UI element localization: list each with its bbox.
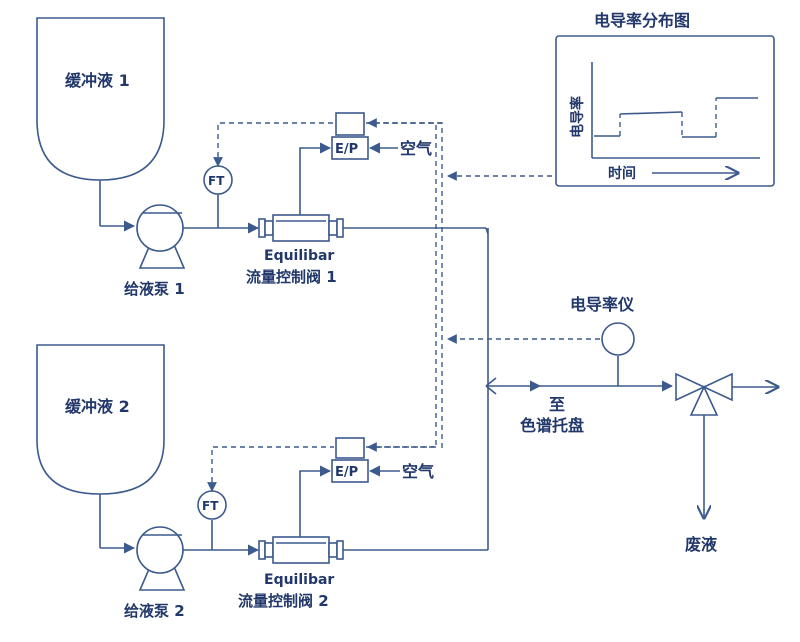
waste-label: 废液 bbox=[685, 535, 718, 554]
outlet-label-line1: 至 bbox=[549, 395, 565, 414]
inset-profile-solid-2 bbox=[619, 111, 683, 115]
air-1-label: 空气 bbox=[400, 139, 432, 158]
control-loop-1-return bbox=[366, 122, 443, 448]
ep-1-label: E/P bbox=[335, 142, 358, 157]
mix-outlet-arrow bbox=[485, 377, 497, 387]
pump-1-icon bbox=[136, 204, 186, 269]
mix-outlet-arrow-b bbox=[485, 385, 497, 395]
pump-1-label: 给液泵 1 bbox=[124, 280, 185, 298]
ep-2-signal-line bbox=[299, 465, 332, 537]
inset-ylabel: 电导率 bbox=[569, 96, 586, 138]
inset-xlabel: 时间 bbox=[608, 165, 636, 182]
valve-2-brand: Equilibar bbox=[264, 572, 334, 588]
inset-title: 电导率分布图 bbox=[594, 11, 690, 30]
ep-2-label: E/P bbox=[335, 465, 358, 480]
valve-1-label: 流量控制阀 1 bbox=[246, 268, 337, 286]
ep-1-box bbox=[331, 136, 369, 160]
control-loop-2-return bbox=[366, 123, 437, 448]
air-2-label: 空气 bbox=[402, 462, 434, 481]
valve-2-label: 流量控制阀 2 bbox=[238, 592, 329, 610]
control-loop-1-ft bbox=[213, 122, 334, 167]
valve-1-icon bbox=[258, 214, 344, 242]
ep-1-signal-line bbox=[299, 142, 332, 215]
outlet-label-line2: 色谱托盘 bbox=[520, 416, 584, 435]
meter-label: 电导率仪 bbox=[570, 295, 635, 314]
ft-1-label: FT bbox=[208, 174, 225, 188]
valve-2-icon bbox=[258, 536, 344, 564]
pump-2-icon bbox=[136, 526, 186, 591]
pump-2-label: 给液泵 2 bbox=[124, 602, 185, 620]
valve-1-brand: Equilibar bbox=[264, 248, 334, 264]
ft-2-label: FT bbox=[202, 499, 219, 513]
tank-1 bbox=[36, 17, 165, 181]
ep-2-box bbox=[331, 459, 369, 483]
tank-2-label: 缓冲液 2 bbox=[64, 397, 130, 416]
ep-2-top-box bbox=[335, 437, 365, 459]
inset-frame bbox=[555, 35, 775, 187]
meter-circle bbox=[601, 322, 635, 356]
three-way-valve-icon bbox=[675, 372, 733, 416]
control-loop-2-ft bbox=[207, 446, 334, 492]
tank-2 bbox=[36, 344, 165, 495]
ep-1-top-box bbox=[335, 112, 365, 136]
tank-1-label: 缓冲液 1 bbox=[64, 71, 130, 90]
